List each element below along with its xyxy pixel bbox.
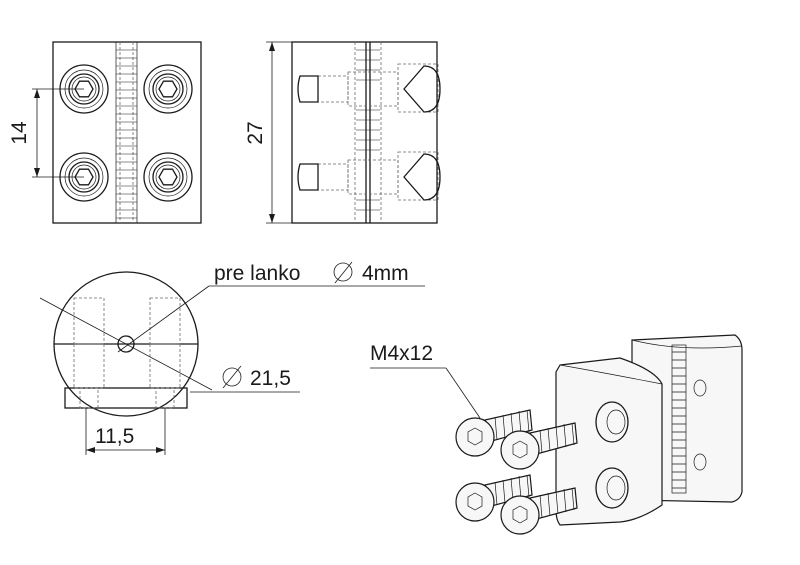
- front-view: 14: [8, 41, 202, 224]
- dimension-width: [85, 408, 166, 455]
- screw-4: [500, 487, 578, 535]
- width-label: 11,5: [95, 425, 134, 448]
- screw-3: [455, 474, 533, 522]
- isometric-view: M4x12: [370, 334, 743, 535]
- screw-head-tr: [143, 64, 193, 114]
- outer-diameter-label: 21,5: [250, 367, 291, 390]
- dimension-14: 14: [8, 88, 84, 178]
- screw-2: [500, 422, 578, 470]
- dim-spacing-label: 14: [8, 121, 31, 145]
- diameter-symbol-icon-2: [222, 365, 242, 389]
- side-view: 27: [244, 41, 441, 224]
- screw-spec-label: M4x12: [370, 342, 433, 365]
- cable-hole-diameter: 4mm: [362, 262, 409, 285]
- screw-1: [455, 409, 533, 457]
- cable-hole-label: pre lanko: [214, 262, 300, 285]
- knurl-pattern: [116, 49, 137, 219]
- dim-height-label: 27: [244, 121, 267, 144]
- screw-head-br: [143, 152, 193, 202]
- diameter-symbol-icon: [333, 261, 353, 284]
- end-view: [39, 271, 425, 455]
- dimension-27: 27: [244, 41, 292, 224]
